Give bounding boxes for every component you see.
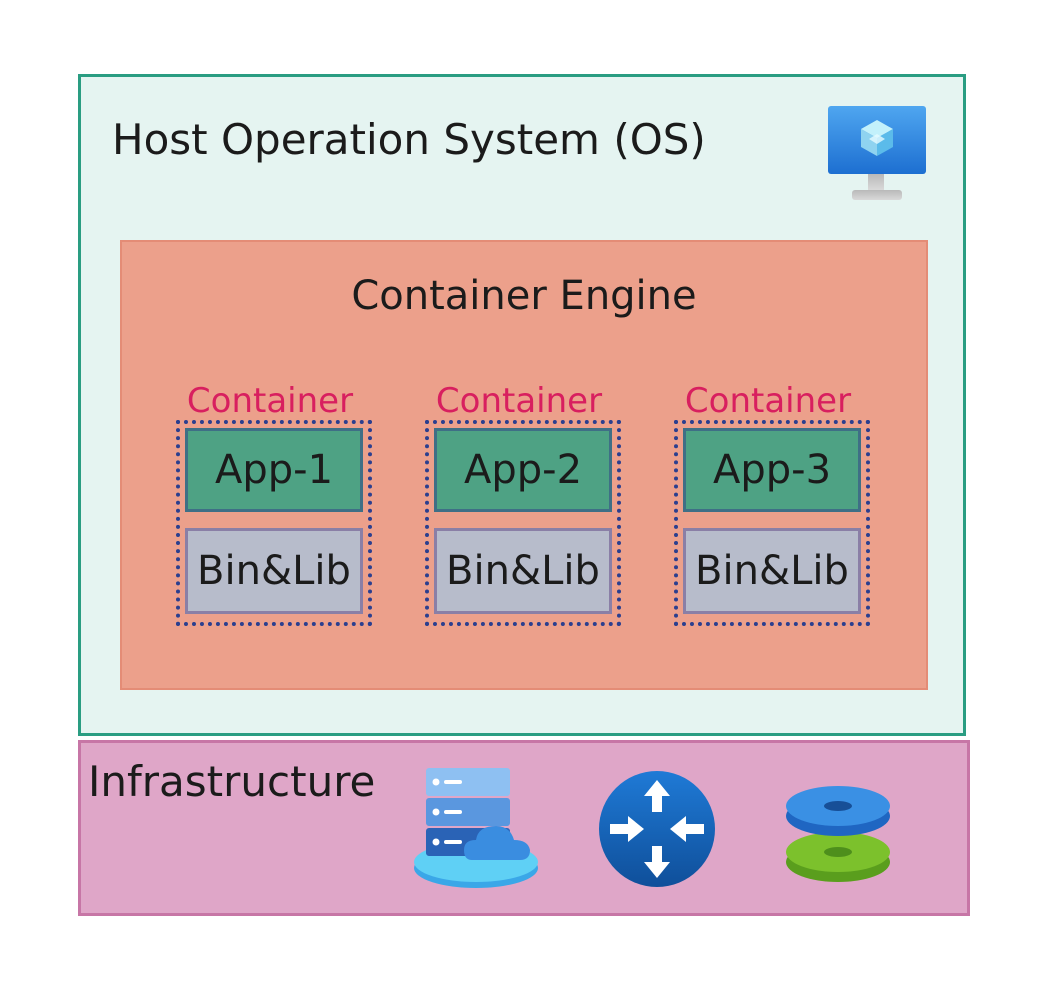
- app-3-box: App-3: [683, 428, 861, 512]
- virtual-machine-icon: [828, 106, 926, 200]
- router-icon: [599, 771, 715, 887]
- bin-lib-box-1: Bin&Lib: [185, 528, 363, 614]
- cloud-server-icon: [414, 768, 538, 888]
- container-engine-title: Container Engine: [351, 273, 697, 319]
- container-2: [425, 420, 621, 626]
- app-2-box: App-2: [434, 428, 612, 512]
- container-label-2: Container: [435, 381, 603, 421]
- storage-disks-icon: [786, 786, 890, 882]
- container-label-1: Container: [186, 381, 354, 421]
- container-1: [176, 420, 372, 626]
- infrastructure-title: Infrastructure: [88, 757, 376, 806]
- bin-lib-box-2: Bin&Lib: [434, 528, 612, 614]
- app-1-box: App-1: [185, 428, 363, 512]
- host-os-title: Host Operation System (OS): [112, 115, 706, 164]
- bin-lib-box-3: Bin&Lib: [683, 528, 861, 614]
- container-label-3: Container: [684, 381, 852, 421]
- container-3: [674, 420, 870, 626]
